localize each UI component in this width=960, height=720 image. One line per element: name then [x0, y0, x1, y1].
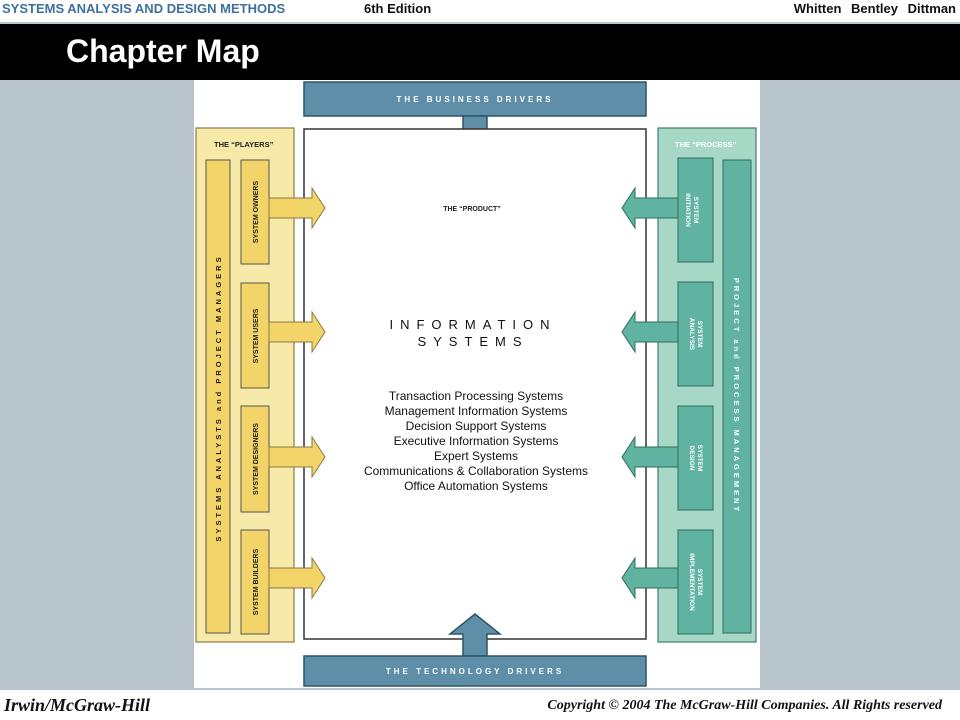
course-title: SYSTEMS ANALYSIS AND DESIGN METHODS — [2, 1, 286, 16]
technology-drivers-arrow — [447, 613, 503, 657]
managers-bar — [205, 159, 231, 634]
process-management-label: PROJECT and PROCESS MANAGEMENT — [732, 278, 741, 514]
role-box-system-builders — [240, 529, 270, 635]
copyright-label: Copyright © 2004 The McGraw-Hill Compani… — [547, 698, 942, 713]
users-arrow — [268, 310, 326, 354]
role-label-system-designers: SYSTEM DESIGNERS — [253, 423, 260, 495]
slide-title: Chapter Map — [66, 33, 260, 69]
product-box — [303, 128, 647, 640]
slide-header: SYSTEMS ANALYSIS AND DESIGN METHODS 6th … — [0, 0, 960, 22]
role-box-system-designers — [240, 405, 270, 513]
phase-box-design — [677, 405, 714, 511]
information-systems-title-line1: INFORMATION — [389, 317, 556, 332]
phase-box-initiation — [677, 157, 714, 263]
phase-label-analysis-1: SYSTEM — [696, 321, 703, 348]
initiation-arrow — [621, 186, 679, 230]
technology-drivers-banner — [303, 655, 647, 687]
process-heading: THE “PROCESS” — [675, 140, 737, 149]
role-box-system-users — [240, 282, 270, 389]
phase-label-analysis-2: ANALYSIS — [688, 318, 695, 351]
design-arrow — [621, 435, 679, 479]
phase-label-implementation-1: SYSTEM — [696, 569, 703, 596]
system-type-item: Office Automation Systems — [404, 479, 548, 493]
business-drivers-banner — [303, 81, 647, 117]
technology-drivers-label: THE TECHNOLOGY DRIVERS — [386, 667, 564, 676]
system-type-item: Decision Support Systems — [406, 419, 547, 433]
phase-label-implementation-2: IMPLEMENTATION — [688, 553, 695, 611]
designers-arrow — [268, 435, 326, 479]
product-heading: THE “PRODUCT” — [443, 206, 501, 213]
authors-label: Whitten Bentley Dittman — [793, 1, 956, 16]
analysis-arrow — [621, 310, 679, 354]
publisher-label: Irwin/McGraw-Hill — [4, 695, 151, 715]
system-type-item: Expert Systems — [434, 449, 518, 463]
players-heading: THE “PLAYERS” — [214, 140, 274, 149]
phase-box-implementation — [677, 529, 714, 635]
system-type-item: Transaction Processing Systems — [389, 389, 563, 403]
phase-label-design-2: DESIGN — [688, 446, 695, 471]
phase-label-design-1: SYSTEM — [696, 445, 703, 472]
business-drivers-label: THE BUSINESS DRIVERS — [397, 95, 554, 104]
process-management-bar — [722, 159, 752, 634]
role-label-system-users: SYSTEM USERS — [253, 308, 260, 363]
owners-arrow — [268, 186, 326, 230]
role-label-system-owners: SYSTEM OWNERS — [253, 181, 260, 244]
managers-label: SYSTEMS ANALYSTS and PROJECT MANAGERS — [214, 254, 223, 541]
role-label-system-builders: SYSTEM BUILDERS — [253, 548, 260, 615]
builders-arrow — [268, 556, 326, 600]
phase-label-initiation-2: INITIATION — [684, 193, 691, 227]
system-type-item: Executive Information Systems — [394, 434, 559, 448]
phase-label-initiation-1: SYSTEM — [692, 197, 699, 224]
system-type-item: Communications & Collaboration Systems — [364, 464, 588, 478]
chapter-map-diagram: THE BUSINESS DRIVERS THE “PLAYERS” SYSTE… — [194, 80, 760, 688]
edition-label: 6th Edition — [364, 1, 432, 16]
system-type-item: Management Information Systems — [385, 404, 568, 418]
title-bar: Chapter Map — [0, 24, 960, 80]
implementation-arrow — [621, 556, 679, 600]
slide-footer: Irwin/McGraw-Hill Copyright © 2004 The M… — [0, 690, 960, 720]
phase-box-analysis — [677, 281, 714, 387]
information-systems-title-line2: SYSTEMS — [417, 334, 528, 349]
